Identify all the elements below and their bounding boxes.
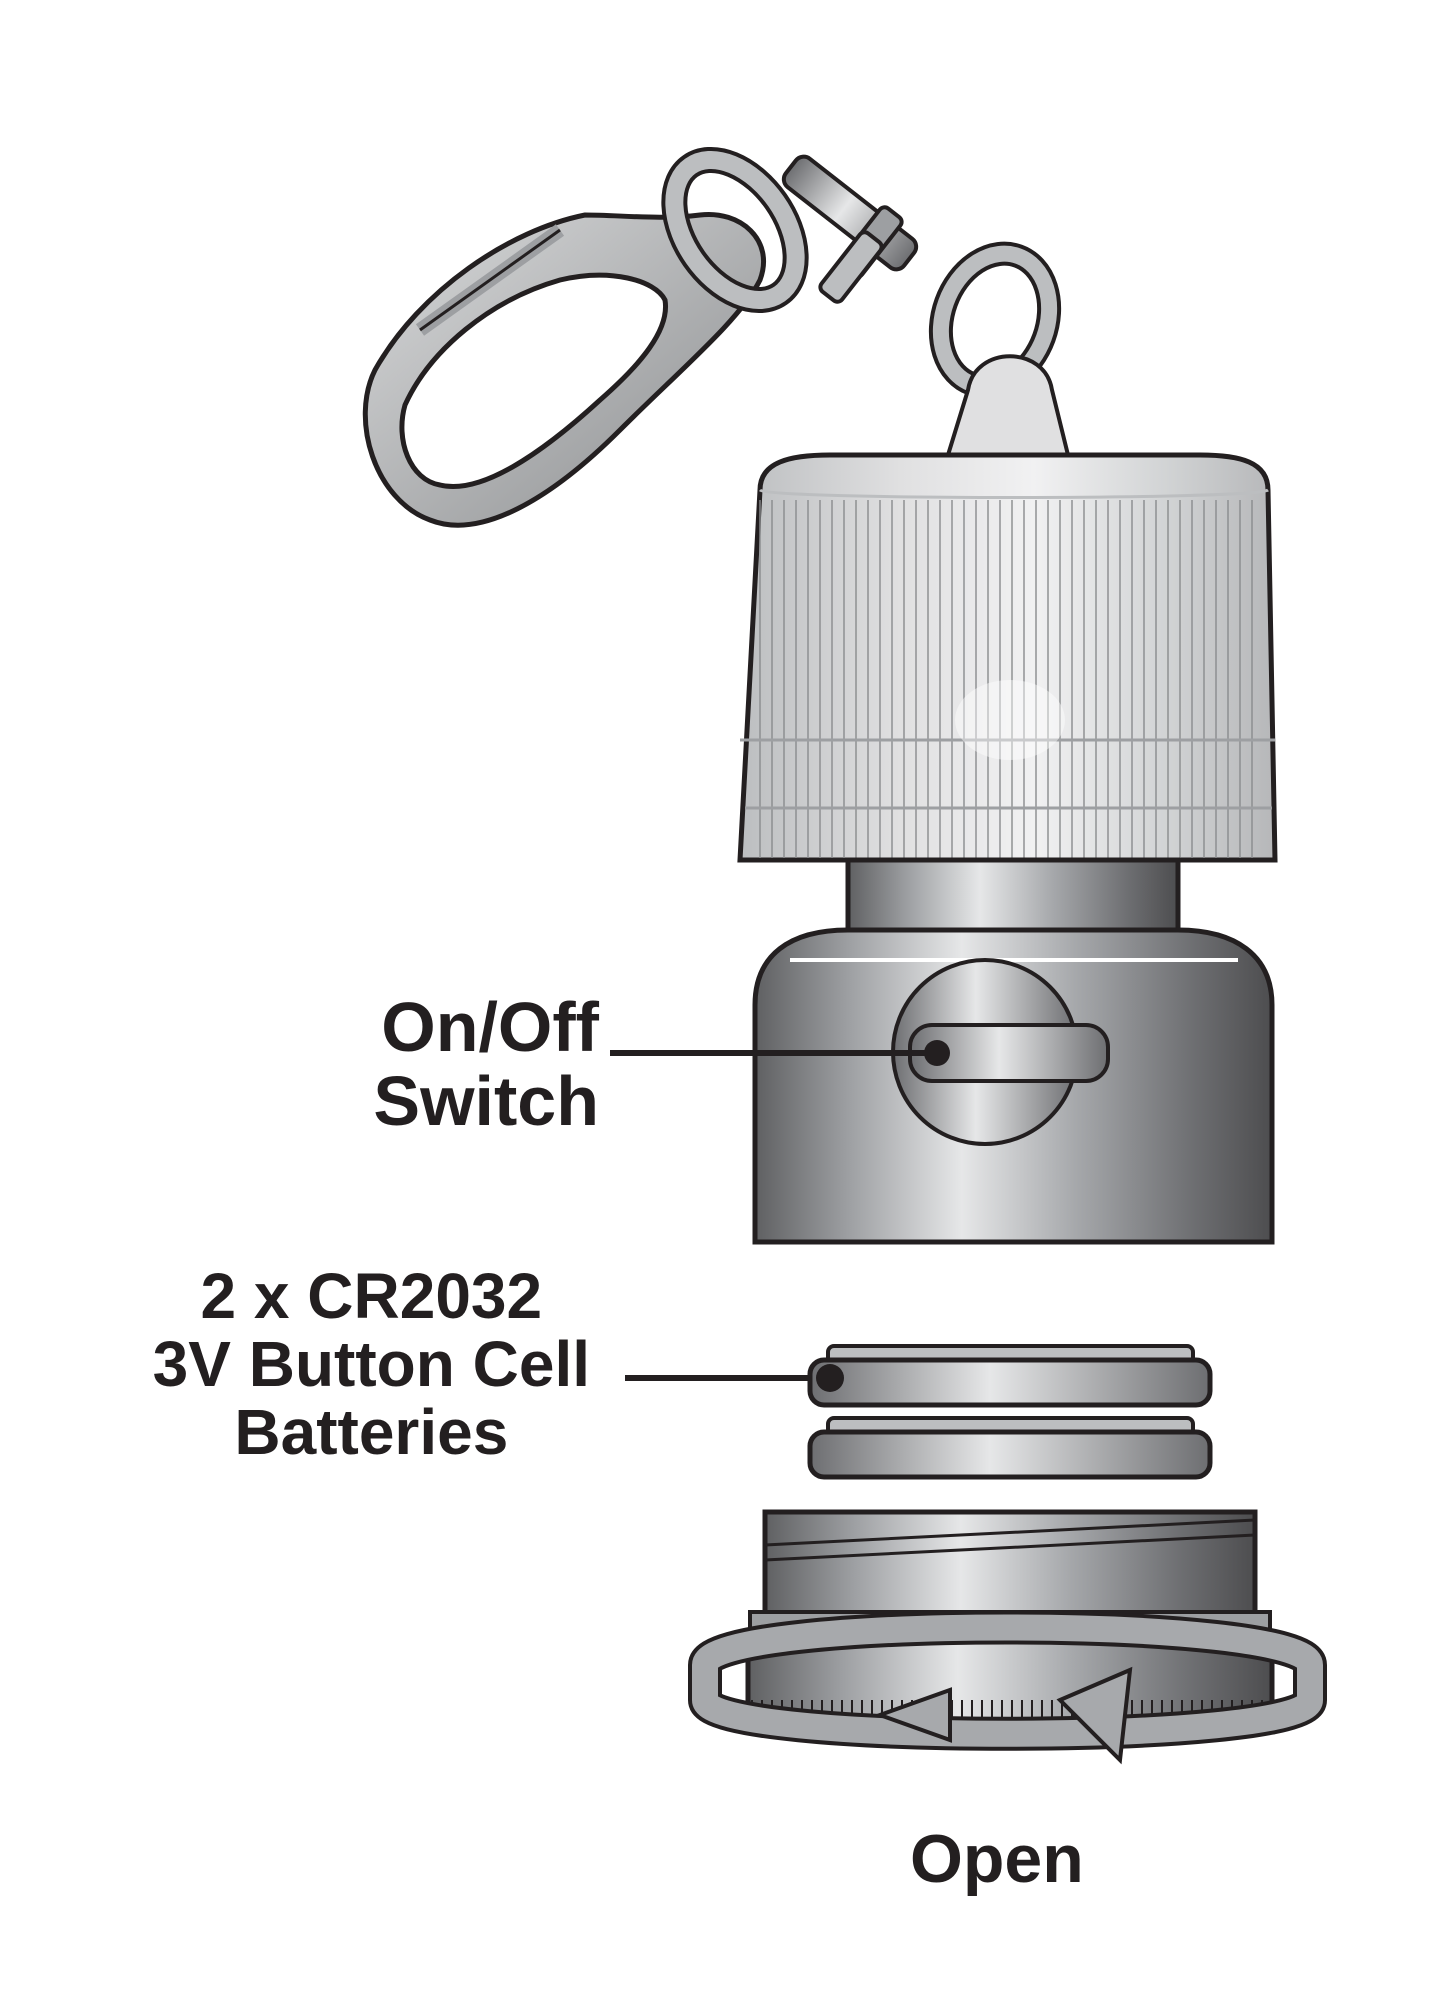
battery-stack (807, 1344, 1213, 1480)
battery-label: 2 x CR2032 3V Button Cell Batteries (152, 1260, 590, 1468)
cap-tab (945, 354, 1071, 457)
switch-label-line-2: Switch (373, 1062, 599, 1141)
on-off-switch[interactable] (891, 958, 1110, 1146)
switch-label-line-1: On/Off (381, 988, 599, 1066)
switch-label: On/Off Switch (373, 988, 599, 1141)
battery-label-line-1: 2 x CR2032 (200, 1260, 543, 1332)
open-label: Open (910, 1821, 1084, 1897)
open-rotation-arrow (688, 1610, 1327, 1765)
battery-label-line-2: 3V Button Cell (152, 1327, 590, 1400)
swivel-link (781, 154, 919, 304)
battery-label-line-3: Batteries (234, 1395, 509, 1468)
lens-cap (737, 452, 1278, 863)
carabiner-clip (362, 211, 767, 528)
